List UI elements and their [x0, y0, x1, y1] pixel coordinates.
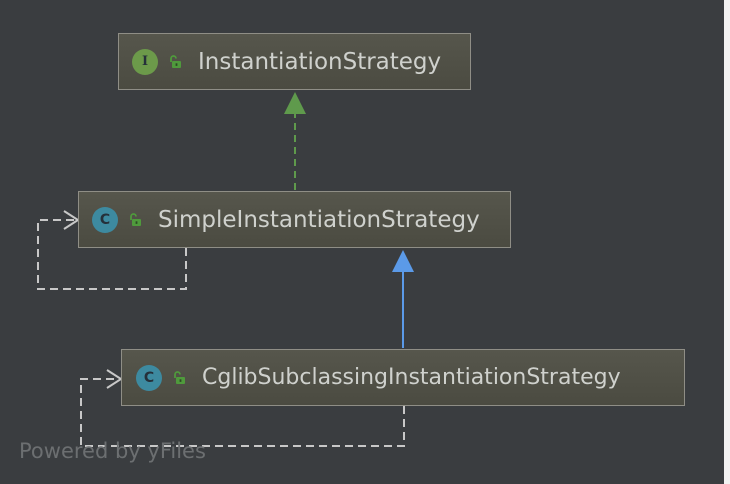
edge-extends — [392, 250, 414, 348]
arrowhead-extends — [392, 250, 414, 272]
arrowhead-implements — [284, 92, 306, 114]
yfiles-watermark: Powered by yFiles — [19, 439, 206, 463]
node-label: CglibSubclassingInstantiationStrategy — [202, 365, 621, 390]
class-icon: C — [92, 206, 118, 233]
node-cglib-subclassing-instantiation-strategy[interactable]: C CglibSubclassingInstantiationStrategy — [121, 349, 685, 406]
class-icon: C — [136, 364, 162, 391]
interface-icon: I — [132, 48, 158, 75]
node-instantiation-strategy[interactable]: I InstantiationStrategy — [118, 33, 471, 90]
unlock-icon — [174, 370, 185, 384]
unlock-icon — [170, 54, 181, 68]
node-label: InstantiationStrategy — [198, 48, 442, 75]
node-label: SimpleInstantiationStrategy — [158, 206, 480, 233]
unlock-icon — [130, 212, 141, 226]
window-edge — [724, 0, 730, 484]
edge-implements — [284, 92, 306, 190]
node-simple-instantiation-strategy[interactable]: C SimpleInstantiationStrategy — [78, 191, 511, 248]
